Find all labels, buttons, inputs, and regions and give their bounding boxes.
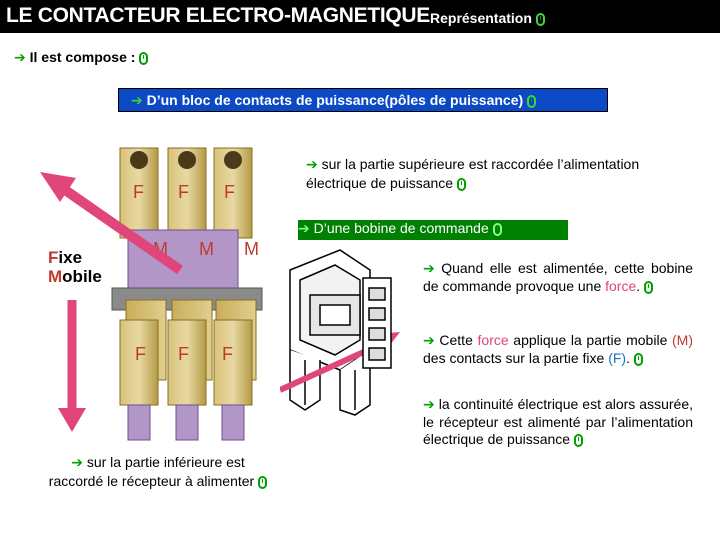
bobine-title: ➔ D’une bobine de commande bbox=[298, 220, 568, 240]
mouse-click-icon[interactable] bbox=[258, 475, 268, 489]
right-arrow-icon: ➔ bbox=[298, 221, 310, 237]
paragraph-continuity: ➔ la continuité électrique est alors ass… bbox=[423, 396, 693, 448]
fixed-marker: (F) bbox=[608, 350, 627, 366]
paragraph2-text2: applique la partie mobile bbox=[513, 332, 668, 348]
fixed-label: F bbox=[178, 344, 189, 364]
paragraph1-text: Quand elle est alimentée, cette bobine d… bbox=[423, 260, 694, 294]
lower-fixed-contacts bbox=[119, 319, 253, 441]
right-arrow-icon: ➔ bbox=[71, 455, 83, 471]
upper-fixed-contacts bbox=[119, 147, 253, 239]
lower-pink-arrow bbox=[58, 300, 86, 432]
mouse-click-icon[interactable] bbox=[633, 352, 643, 366]
force-word: force bbox=[477, 332, 509, 348]
mouse-click-icon[interactable] bbox=[492, 222, 502, 236]
legend-mobile: Mobile bbox=[48, 267, 102, 287]
bottom-note-line2: raccordé le récepteur à alimenter bbox=[48, 473, 255, 489]
paragraph2-end: . bbox=[626, 350, 630, 366]
mobile-label: M bbox=[244, 239, 259, 259]
contact-detail-drawing bbox=[362, 277, 392, 369]
paragraph-application: ➔ Cette force applique la partie mobile … bbox=[423, 332, 693, 367]
paragraph2-text1: Cette bbox=[439, 332, 473, 348]
legend-mobile-rest: obile bbox=[62, 267, 102, 286]
force-word: force bbox=[605, 278, 637, 294]
right-arrow-icon: ➔ bbox=[423, 397, 435, 413]
fixed-label: F bbox=[224, 182, 235, 202]
mobile-label: M bbox=[199, 239, 214, 259]
subtitle-text: Représentation bbox=[430, 10, 532, 26]
right-arrow-icon: ➔ bbox=[423, 333, 435, 349]
fixed-label: F bbox=[133, 182, 144, 202]
top-note-line2: électrique de puissance bbox=[306, 175, 454, 191]
paragraph3-text: la continuité électrique est alors assur… bbox=[423, 396, 694, 447]
intro-text: Il est compose : bbox=[29, 49, 136, 65]
bobine-text: D’une bobine de commande bbox=[313, 220, 489, 236]
upper-pink-arrow bbox=[40, 172, 183, 275]
intro-line: ➔ Il est compose : bbox=[14, 49, 149, 66]
mouse-click-icon[interactable] bbox=[139, 51, 149, 65]
right-arrow-icon: ➔ bbox=[131, 93, 143, 109]
right-arrow-icon: ➔ bbox=[14, 50, 26, 66]
mouse-click-icon[interactable] bbox=[535, 12, 545, 26]
fixed-label: F bbox=[178, 182, 189, 202]
mouse-click-icon[interactable] bbox=[644, 280, 654, 294]
legend-fixe-rest: ixe bbox=[58, 248, 83, 267]
bloc-text: D’un bloc de contacts de puissance(pôles… bbox=[146, 92, 524, 108]
bloc-contacts-box: ➔ D’un bloc de contacts de puissance(pôl… bbox=[118, 88, 608, 112]
contacts-diagram: F F F M M M F F F bbox=[40, 147, 263, 441]
legend-fixe: Fixe bbox=[48, 248, 82, 268]
fixed-label: F bbox=[222, 344, 233, 364]
top-note-line1: sur la partie supérieure est raccordée l… bbox=[321, 156, 640, 172]
bloc-line: ➔ D’un bloc de contacts de puissance(pôl… bbox=[131, 92, 537, 109]
bottom-note-line1: sur la partie inférieure est bbox=[86, 454, 245, 470]
bottom-note: ➔ sur la partie inférieure est raccordé … bbox=[28, 453, 288, 490]
mobile-marker: (M) bbox=[672, 332, 694, 348]
page-title: LE CONTACTEUR ELECTRO-MAGNETIQUE bbox=[6, 4, 430, 27]
paragraph-force: ➔ Quand elle est alimentée, cette bobine… bbox=[423, 260, 693, 295]
title-bar: LE CONTACTEUR ELECTRO-MAGNETIQUE Représe… bbox=[0, 0, 720, 33]
paragraph1-end: . bbox=[636, 278, 641, 294]
mouse-click-icon[interactable] bbox=[457, 177, 467, 191]
mouse-click-icon[interactable] bbox=[574, 433, 584, 447]
fixed-label: F bbox=[135, 344, 146, 364]
right-arrow-icon: ➔ bbox=[423, 261, 435, 277]
legend-fixe-initial: F bbox=[48, 248, 59, 267]
legend-mobile-initial: M bbox=[48, 267, 63, 286]
mouse-click-icon[interactable] bbox=[527, 94, 537, 108]
right-arrow-icon: ➔ bbox=[306, 157, 318, 173]
page-subtitle: Représentation bbox=[430, 10, 545, 26]
paragraph2-text3: des contacts sur la partie fixe bbox=[423, 350, 605, 366]
top-note: ➔ sur la partie supérieure est raccordée… bbox=[306, 155, 639, 192]
